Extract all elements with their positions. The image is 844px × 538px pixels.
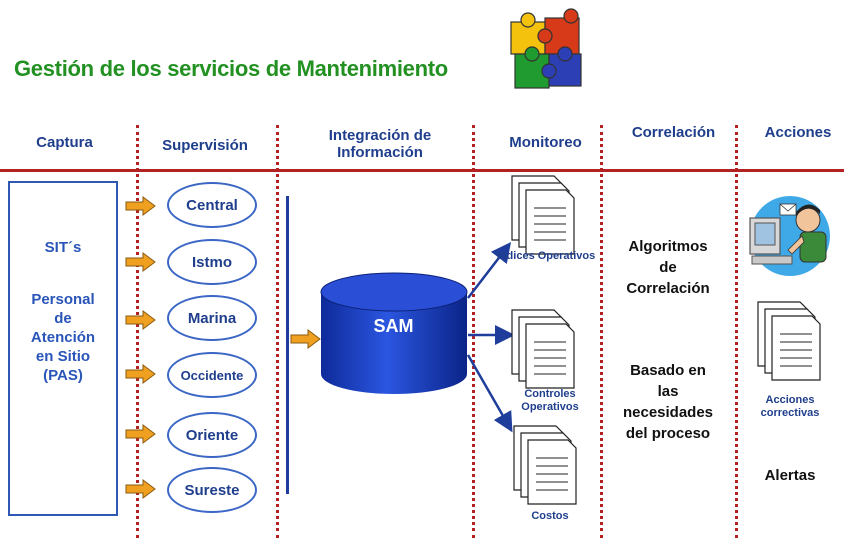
database-cylinder-icon bbox=[320, 272, 468, 394]
corr-line: Basado en bbox=[630, 362, 706, 379]
doc-label-indices: Indices Operativos bbox=[496, 250, 596, 262]
person-at-computer-icon bbox=[749, 196, 830, 276]
document-stack-icon bbox=[513, 425, 577, 505]
column-separator bbox=[276, 125, 279, 538]
header-integracion-line2: Información bbox=[337, 144, 423, 161]
orange-arrow-icon bbox=[125, 364, 156, 384]
correlation-needs: Basado en las necesidades del proceso bbox=[604, 360, 732, 444]
alertas-label: Alertas bbox=[764, 467, 816, 484]
header-integracion-line1: Integración de bbox=[328, 127, 432, 144]
doc-label-line: Acciones bbox=[765, 394, 815, 406]
corr-line: necesidades bbox=[622, 404, 714, 421]
orange-arrow-icon bbox=[125, 424, 156, 444]
column-separator bbox=[136, 125, 139, 538]
captura-box: SIT´s Personal de Atención en Sitio (PAS… bbox=[8, 181, 118, 516]
document-stack-icon bbox=[511, 175, 575, 255]
orange-arrow-icon bbox=[125, 479, 156, 499]
pas-line: Atención bbox=[30, 329, 96, 346]
pas-line: de bbox=[54, 310, 72, 327]
pas-line: (PAS) bbox=[43, 367, 83, 384]
column-separator bbox=[472, 125, 475, 538]
column-separator bbox=[735, 125, 738, 538]
orange-arrow-icon bbox=[125, 196, 156, 216]
header-captura: Captura bbox=[36, 134, 93, 151]
pas-label: Personal de Atención en Sitio (PAS) bbox=[10, 290, 116, 385]
corr-line: de bbox=[659, 259, 677, 276]
doc-label-costos: Costos bbox=[531, 510, 569, 522]
orange-arrow-icon bbox=[290, 329, 321, 349]
pas-line: en Sitio bbox=[35, 348, 91, 365]
corr-line: del proceso bbox=[625, 425, 711, 442]
region-sureste: Sureste bbox=[167, 467, 257, 513]
doc-label-line: correctivas bbox=[760, 407, 820, 419]
doc-label-controles: Controles Operativos bbox=[490, 388, 610, 414]
doc-label-line: Controles bbox=[524, 388, 576, 400]
document-stack-icon bbox=[757, 301, 821, 381]
region-marina: Marina bbox=[167, 295, 257, 341]
integration-bar bbox=[286, 196, 289, 494]
region-occidente: Occidente bbox=[167, 352, 257, 398]
correlation-algorithms: Algoritmos de Correlación bbox=[604, 236, 732, 299]
column-separator bbox=[600, 125, 603, 538]
sits-label: SIT´s bbox=[44, 239, 82, 256]
header-integracion: Integración de Información bbox=[300, 127, 460, 161]
corr-line: Algoritmos bbox=[628, 238, 708, 255]
header-supervision: Supervisión bbox=[162, 137, 248, 154]
sam-label: SAM bbox=[373, 316, 414, 336]
orange-arrow-icon bbox=[125, 252, 156, 272]
header-correlacion: Correlación bbox=[631, 124, 716, 141]
header-acciones: Acciones bbox=[764, 124, 832, 141]
document-stack-icon bbox=[511, 309, 575, 389]
header-rule bbox=[0, 169, 844, 172]
doc-label-acciones: Acciones correctivas bbox=[740, 394, 840, 420]
doc-label-line: Operativos bbox=[521, 401, 579, 413]
corr-line: Correlación bbox=[626, 280, 710, 297]
orange-arrow-icon bbox=[125, 310, 156, 330]
puzzle-icon bbox=[510, 8, 582, 89]
page-title: Gestión de los servicios de Mantenimient… bbox=[14, 56, 448, 81]
header-monitoreo: Monitoreo bbox=[509, 134, 582, 151]
pas-line: Personal bbox=[31, 291, 95, 308]
corr-line: las bbox=[657, 383, 679, 400]
region-central: Central bbox=[167, 182, 257, 228]
region-oriente: Oriente bbox=[167, 412, 257, 458]
region-istmo: Istmo bbox=[167, 239, 257, 285]
